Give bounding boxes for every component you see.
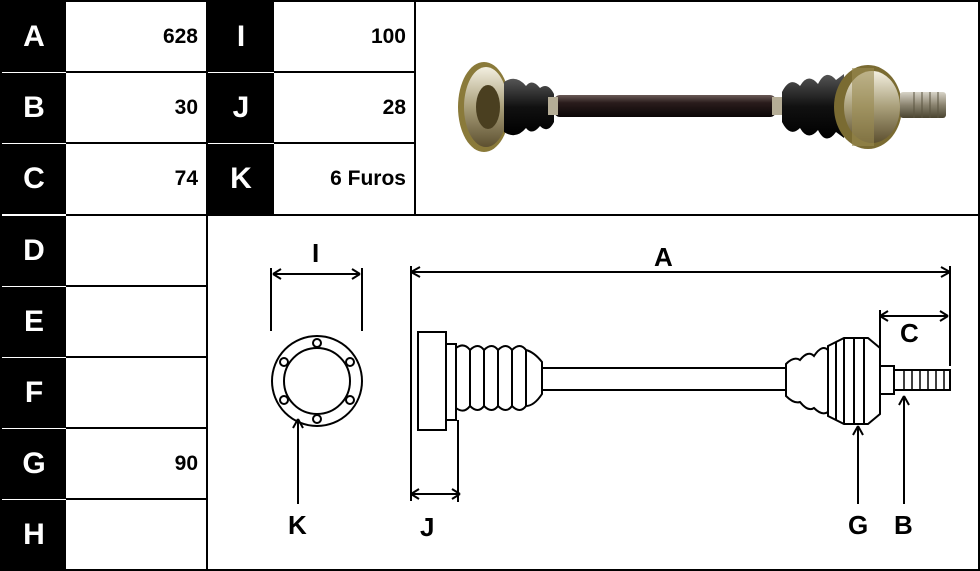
divider [66,71,206,73]
stub-collar [879,365,895,395]
right-boot-outline [785,347,829,415]
divider [66,498,206,500]
label-g: G [2,429,66,499]
joint-housing [446,343,457,421]
divider [66,214,978,216]
label-k: K [208,144,274,214]
flange-outer-circle [271,335,363,427]
label-j: J [208,73,274,143]
diagram-label-c: C [900,318,919,348]
stub-shaft [900,92,946,118]
divider [66,427,206,429]
label-a: A [2,2,66,72]
value-a: 628 [66,2,206,72]
bolt-hole [312,338,322,348]
value-c: 74 [66,144,206,214]
bolt-hole [312,414,322,424]
value-j: 28 [274,73,414,143]
right-boot [782,74,844,139]
value-g: 90 [66,429,206,499]
right-joint-outline [827,337,881,425]
diagram-drawing [270,266,951,504]
diagram-label-j: J [420,512,435,542]
label-d: D [2,216,66,286]
label-i: I [208,2,274,72]
value-f [66,358,206,428]
value-b: 30 [66,73,206,143]
diagram-label-b: B [894,510,913,540]
label-f: F [2,358,66,428]
divider [274,71,414,73]
technical-diagram: I A C K J G B [208,216,978,569]
value-i: 100 [274,2,414,72]
label-c: C [2,144,66,214]
label-h: H [2,500,66,569]
flange-plate [417,331,447,431]
diagram-label-g: G [848,510,869,540]
value-d [66,216,206,286]
divider [66,356,206,358]
left-boot-outline [455,344,543,412]
stub-thread [893,369,951,391]
shaft-bar [554,95,776,117]
label-b: B [2,73,66,143]
divider [66,285,206,287]
product-photo [416,2,978,214]
diagram-label-i: I [312,238,320,268]
divider [414,2,416,214]
divider [66,142,206,144]
value-e [66,287,206,357]
diagram-label-k: K [288,510,307,540]
flange-inner-circle [283,347,351,415]
bolt-hole [279,395,289,405]
bolt-hole [345,357,355,367]
shaft-outline [541,367,787,391]
diagram-label-a: A [654,242,673,272]
label-e: E [2,287,66,357]
drive-shaft-photo [458,62,946,152]
value-h [66,500,206,569]
divider [206,2,208,569]
bolt-hole [345,395,355,405]
value-k: 6 Furos [274,144,414,214]
left-boot [504,78,554,136]
bolt-hole [279,357,289,367]
divider [274,142,414,144]
